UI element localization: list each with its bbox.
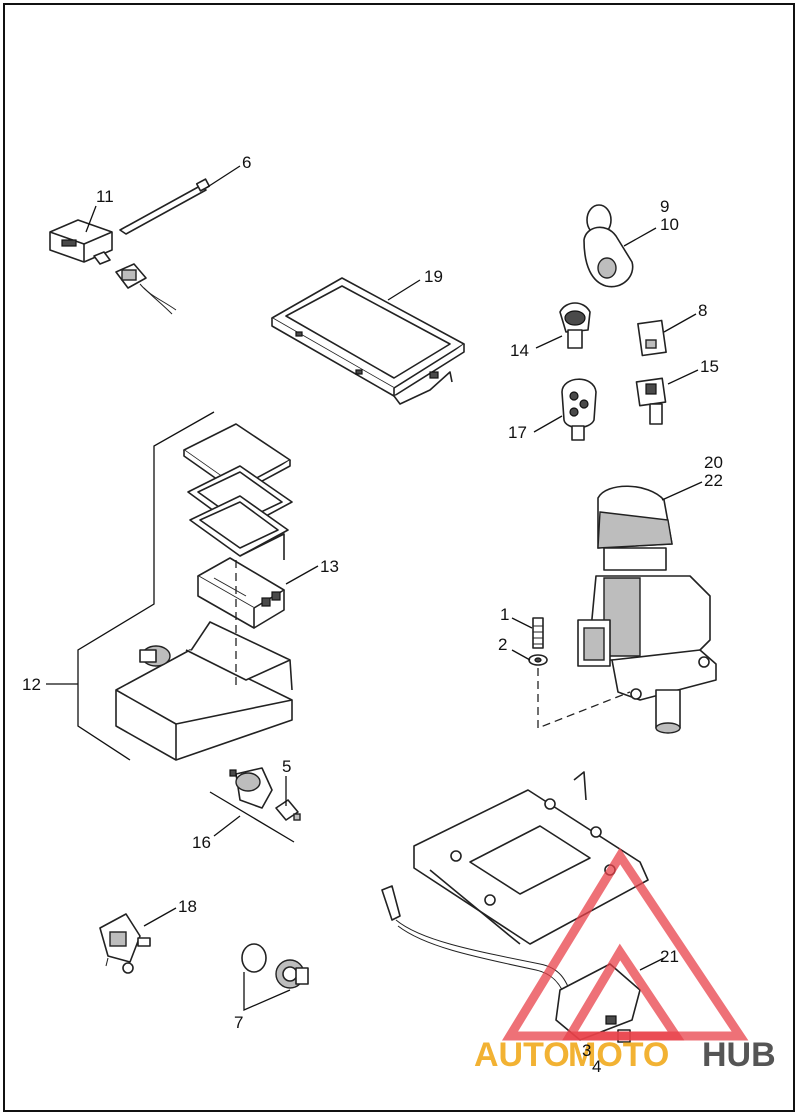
- control-module-tray-part: [271, 277, 465, 405]
- group-16-bracket: [209, 791, 295, 843]
- group-12-bracket: [77, 411, 215, 761]
- callout-4: 4: [592, 1057, 601, 1076]
- callout-19: 19: [424, 267, 443, 286]
- callout-21: 21: [660, 947, 679, 966]
- callout-2: 2: [498, 635, 507, 654]
- watermark-logo: AUTO MOTO HUB: [474, 847, 776, 1074]
- callout-3: 3: [582, 1041, 591, 1060]
- sensor-part: [99, 913, 151, 974]
- washer-part: [528, 654, 548, 666]
- callout-9: 9: [660, 197, 669, 216]
- callout-1: 1: [500, 605, 509, 624]
- screw-dash-path: [537, 668, 631, 729]
- callout-12: 12: [22, 675, 41, 694]
- key-tab-part: [635, 377, 667, 425]
- callout-5: 5: [282, 757, 291, 776]
- callout-17: 17: [508, 423, 527, 442]
- mounting-plate-part: [413, 771, 649, 945]
- battery-9v-part: [197, 557, 285, 629]
- callout-11: 11: [96, 187, 114, 206]
- callout-14: 14: [510, 341, 529, 360]
- key-head-part: [559, 302, 591, 349]
- callout-16: 16: [192, 833, 211, 852]
- screw-part: [532, 617, 544, 649]
- callout-13: 13: [320, 557, 339, 576]
- key-fob-part: [583, 204, 634, 288]
- callout-22: 22: [704, 471, 723, 490]
- callout-18: 18: [178, 897, 197, 916]
- pressure-fitting-part: [275, 959, 309, 989]
- cable-tie-part: [119, 178, 211, 235]
- callout-labels: 6 11 9 10 19 8 14 15 17 20 22 13 1 2 12 …: [22, 153, 723, 1076]
- watermark-text-moto: MOTO: [568, 1036, 669, 1074]
- callout-8: 8: [698, 301, 707, 320]
- battery-box-part: [115, 621, 293, 761]
- watermark-text-hub: HUB: [702, 1036, 776, 1074]
- key-blade-part: [637, 319, 667, 357]
- o-ring-part: [241, 943, 267, 973]
- ignition-switch-assembly-part: [577, 485, 717, 734]
- switch-body-part: [229, 767, 273, 809]
- callout-7: 7: [234, 1013, 243, 1032]
- battery-seal-part: [189, 495, 289, 560]
- callout-20: 20: [704, 453, 723, 472]
- terminal-connector-part: [275, 799, 301, 821]
- leader-lines: [46, 165, 703, 1011]
- watermark-text-auto: AUTO: [474, 1036, 570, 1074]
- callout-10: 10: [660, 215, 679, 234]
- remote-fob-part: [561, 378, 597, 441]
- callout-15: 15: [700, 357, 719, 376]
- callout-6: 6: [242, 153, 251, 172]
- connector-module-part: [49, 219, 177, 315]
